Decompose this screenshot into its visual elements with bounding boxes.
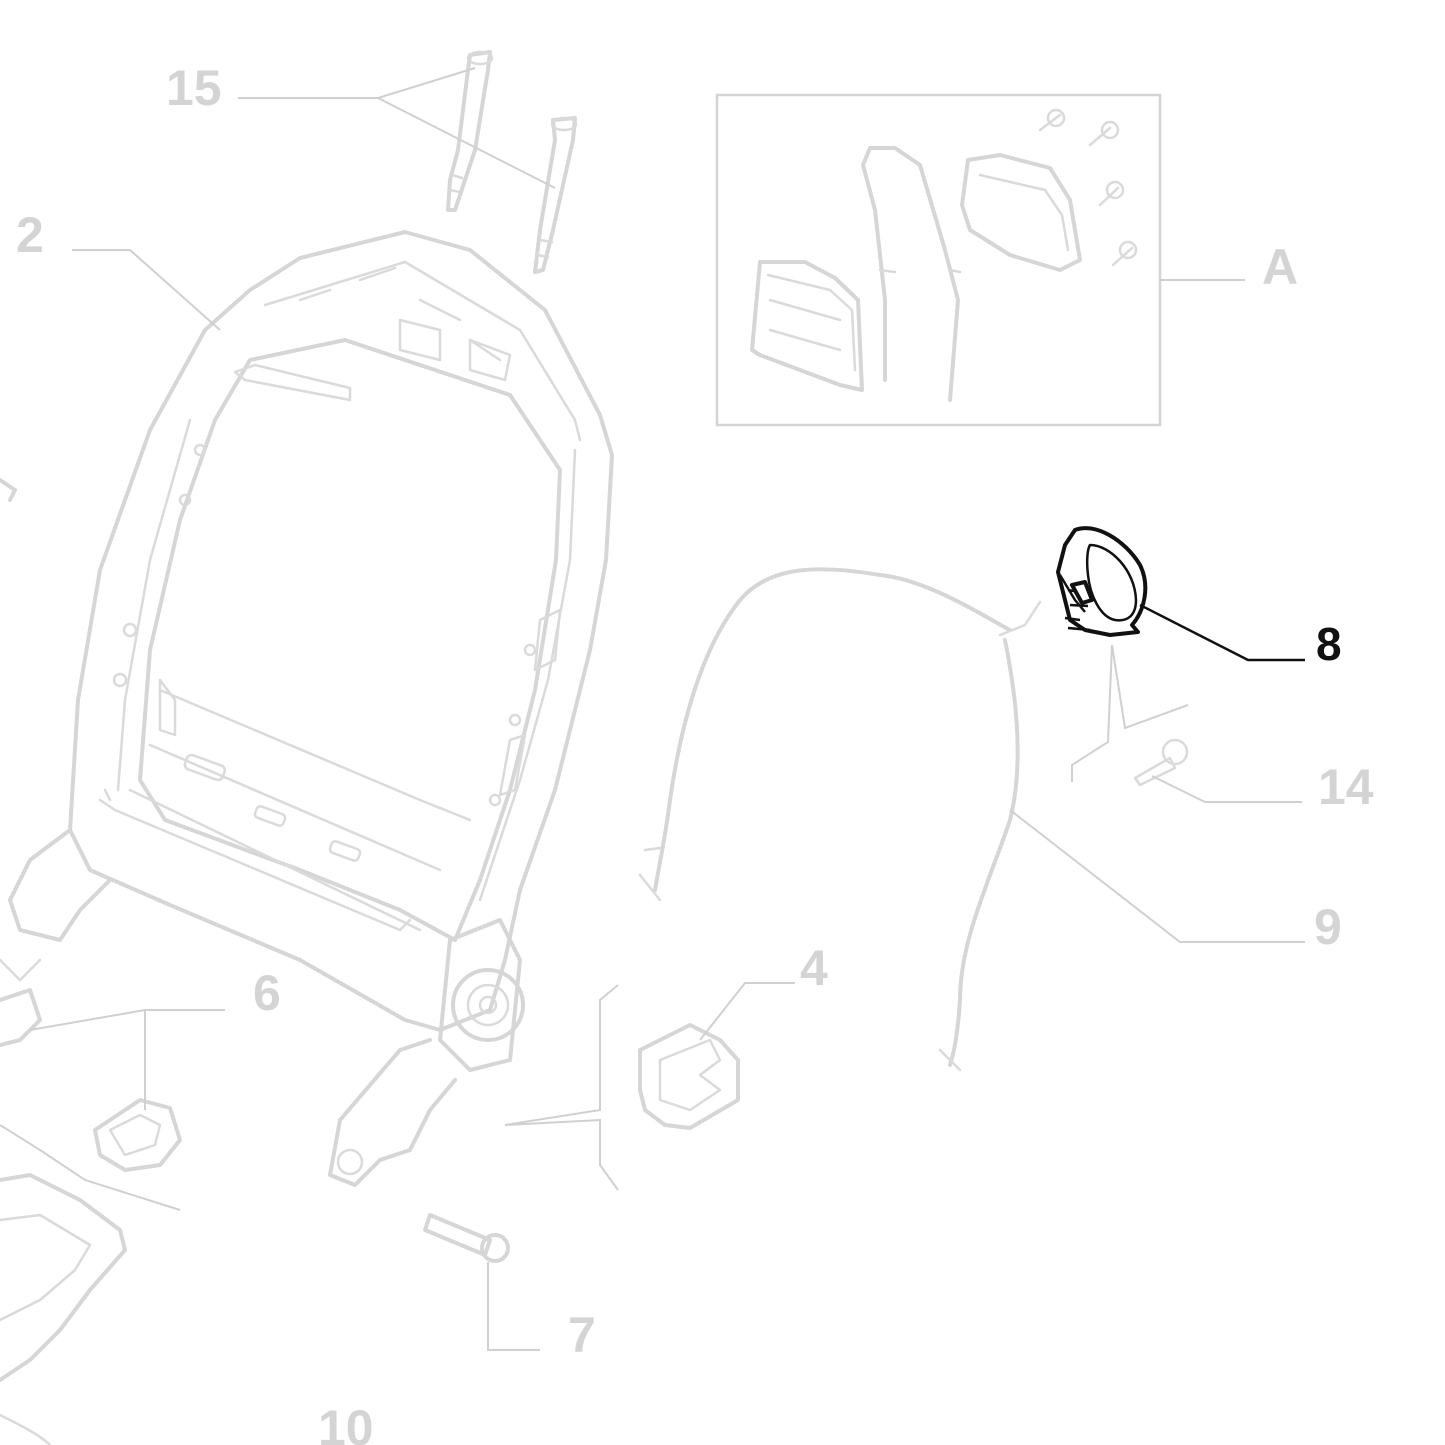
leader-lines bbox=[0, 67, 1305, 1351]
callout-7: 7 bbox=[568, 1307, 596, 1363]
callout-8: 8 bbox=[1316, 618, 1342, 670]
kit-a-box bbox=[715, 93, 1162, 427]
callout-A: A bbox=[1262, 239, 1298, 295]
callout-9: 9 bbox=[1314, 899, 1342, 955]
callout-14: 14 bbox=[1318, 759, 1374, 815]
callout-6: 6 bbox=[253, 965, 281, 1021]
screw-14 bbox=[1133, 738, 1189, 787]
seat-back-frame bbox=[0, 230, 614, 1187]
callout-2: 2 bbox=[16, 207, 44, 263]
release-cable bbox=[638, 567, 1042, 1072]
bolt-7 bbox=[423, 1213, 510, 1263]
headrest-guide-pins bbox=[446, 50, 578, 274]
callout-15: 15 bbox=[166, 60, 222, 116]
release-handle-highlighted bbox=[1056, 526, 1148, 637]
callout-labels: 15 2 A 8 14 9 4 6 7 10 bbox=[16, 60, 1374, 1445]
callout-4: 4 bbox=[800, 940, 828, 996]
callout-10: 10 bbox=[318, 1400, 374, 1445]
clip-4 bbox=[638, 1023, 740, 1130]
seat-cushion-frame bbox=[0, 1173, 127, 1445]
